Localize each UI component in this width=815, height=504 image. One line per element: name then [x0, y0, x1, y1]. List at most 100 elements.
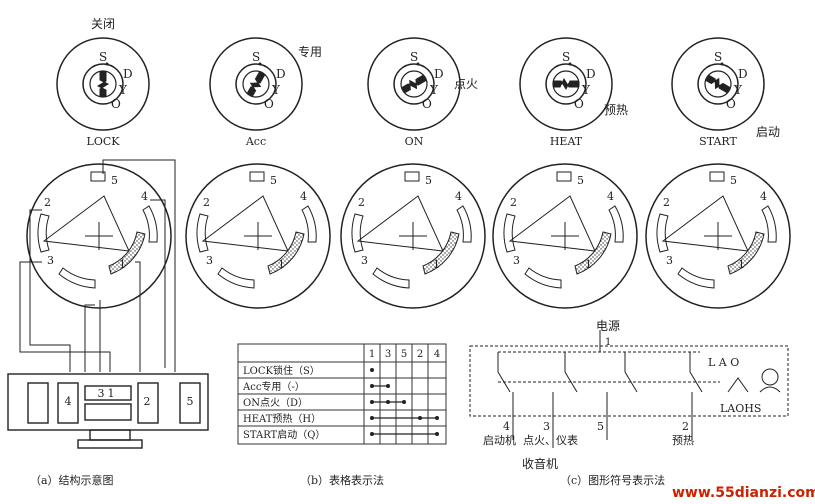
caption-b: （b）表格表示法: [300, 473, 384, 487]
dial-letter-y: Y: [429, 83, 439, 97]
power-number: 1: [605, 337, 611, 348]
terminal-number: 3: [206, 254, 213, 267]
table-row-label: HEAT预热（H）: [243, 412, 321, 425]
dial-letter-s: S: [410, 50, 418, 64]
figure-captions: （a）结构示意图（b）表格表示法（c）图形符号表示法www.55dianzi.c…: [30, 473, 815, 501]
dial-letter-s: S: [562, 50, 570, 64]
contact-disc-on: 1 2 3 4 5: [340, 163, 486, 309]
output-number: 5: [597, 420, 604, 433]
dial-letter-s: S: [714, 50, 722, 64]
contact-disc-heat: 1 2 3 4 5: [492, 163, 638, 309]
output-number: 2: [682, 420, 689, 433]
terminal-number: 5: [270, 174, 277, 187]
dial-letter-y: Y: [581, 83, 591, 97]
terminal-number: 5: [730, 174, 737, 187]
connector-terminal-number: 5: [187, 395, 194, 408]
power-label: 电源: [596, 319, 620, 333]
output-number: 4: [503, 420, 510, 433]
dial-letter-o: O: [574, 97, 584, 111]
key-side-note: 点火: [454, 77, 478, 91]
dial-letter-o: O: [111, 97, 121, 111]
output-number: 3: [543, 420, 550, 433]
terminal-number: 4: [455, 190, 462, 203]
terminal-number: 3: [666, 254, 673, 267]
switch-code: LAOHS: [720, 402, 761, 415]
terminal-number: 1: [585, 258, 592, 271]
terminal-number: 3: [47, 254, 54, 267]
dial-letter-d: D: [586, 67, 596, 81]
key-side-note: 专用: [298, 44, 322, 59]
output-label: 点火、仪表: [523, 433, 578, 447]
terminal-number: 4: [760, 190, 767, 203]
connector-terminal-number: 1: [108, 387, 115, 400]
terminal-number: 4: [607, 190, 614, 203]
dial-letter-d: D: [434, 67, 444, 81]
terminal-number: 2: [203, 196, 210, 209]
terminal-number: 2: [44, 196, 51, 209]
dial-letter-d: D: [738, 67, 748, 81]
key-face-heat: S DYO HEAT 预热: [519, 37, 628, 148]
dial-letter-s: S: [99, 50, 107, 64]
terminal-number: 3: [513, 254, 520, 267]
terminal-number: 2: [358, 196, 365, 209]
terminal-number: 3: [361, 254, 368, 267]
dial-letter-y: Y: [271, 83, 281, 97]
switch-symbol: [469, 330, 789, 448]
connector-terminal-number: 4: [65, 395, 72, 408]
terminal-number: 5: [425, 174, 432, 187]
terminal-number: 1: [119, 258, 126, 271]
terminal-number: 1: [433, 258, 440, 271]
switch-letters: L A O: [708, 356, 739, 369]
watermark: www.55dianzi.com: [672, 485, 815, 501]
state-table-connections: [370, 368, 439, 436]
key-position-label: HEAT: [550, 135, 583, 148]
terminal-number: 5: [577, 174, 584, 187]
table-row-label: LOCK锁住（S）: [243, 364, 320, 377]
terminal-number: 2: [510, 196, 517, 209]
table-column-header: 2: [417, 349, 423, 360]
key-position-label: ON: [405, 135, 424, 148]
dial-letter-o: O: [264, 97, 274, 111]
table-row-label: Acc专用（-）: [242, 380, 305, 393]
dial-letter-o: O: [726, 97, 736, 111]
table-column-header: 3: [385, 349, 391, 360]
table-row-label: ON点火（D）: [243, 397, 308, 409]
contact-disc-acc: 1 2 3 4 5: [185, 163, 331, 309]
dial-letter-s: S: [252, 50, 260, 64]
key-position-label: START: [699, 135, 737, 148]
terminal-number: 4: [141, 190, 148, 203]
terminal-number: 1: [738, 258, 745, 271]
connector-terminal-number: 2: [144, 395, 151, 408]
connector-block: [7, 373, 209, 449]
caption-c: （c）图形符号表示法: [560, 473, 665, 487]
dial-letter-d: D: [123, 67, 133, 81]
dial-letter-o: O: [422, 97, 432, 111]
output-label: 启动机: [483, 433, 516, 447]
radio-label: 收音机: [522, 456, 558, 471]
terminal-number: 4: [300, 190, 307, 203]
table-row-label: START启动（Q）: [243, 428, 325, 441]
terminal-number: 2: [663, 196, 670, 209]
table-column-header: 5: [401, 349, 407, 360]
connector-wiring: [19, 159, 176, 372]
dial-letter-y: Y: [118, 83, 128, 97]
dial-letter-y: Y: [733, 83, 743, 97]
output-label: 预热: [672, 434, 694, 447]
state-table: [237, 343, 447, 445]
key-side-note: 预热: [604, 103, 628, 117]
terminal-number: 1: [278, 258, 285, 271]
key-position-label: Acc: [245, 135, 266, 148]
table-dot: [370, 368, 374, 372]
key-face-on: S DYO ON 点火: [367, 37, 478, 148]
contact-disc-start: 1 2 3 4 5: [645, 163, 791, 309]
